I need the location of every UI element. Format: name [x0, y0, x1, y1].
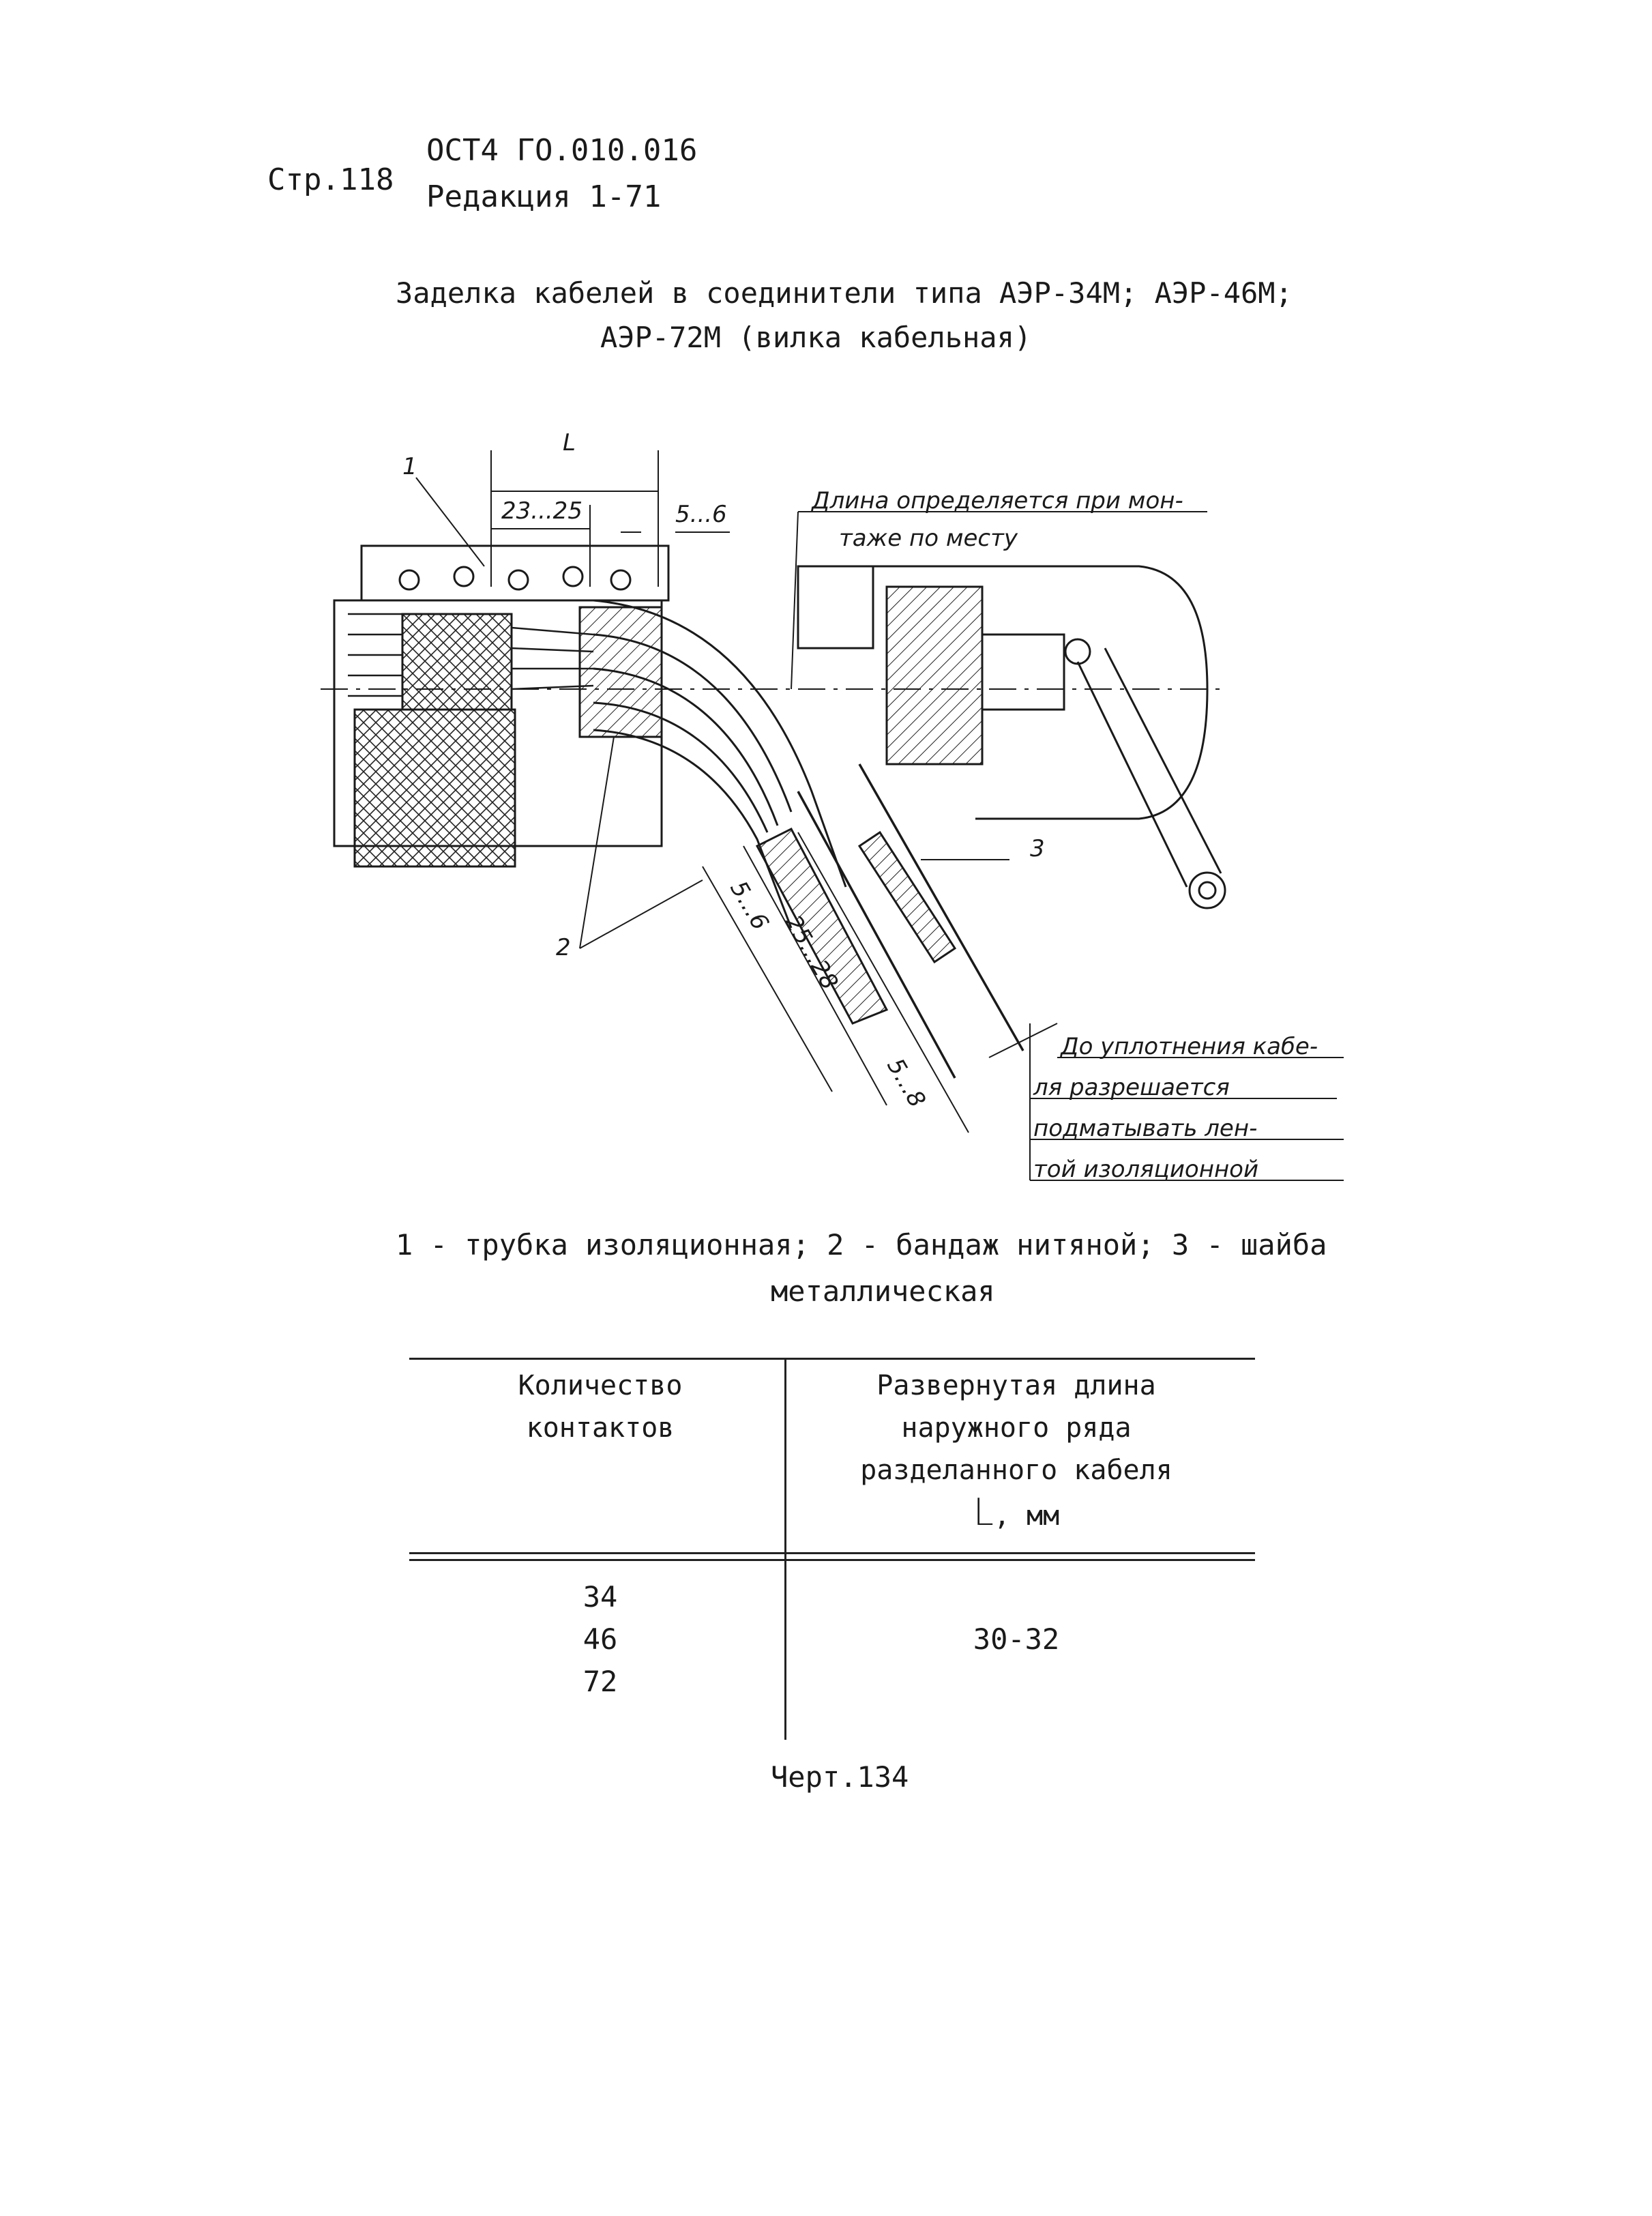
rear-housing	[853, 565, 1209, 820]
table-row-contacts: 72	[582, 1665, 618, 1698]
spring-coils	[398, 566, 632, 591]
metal-washer	[857, 830, 957, 964]
note-top-line2: таже по месту	[839, 525, 1018, 552]
callout-2: 2	[556, 934, 571, 961]
edition-label: Редакция 1-71	[426, 179, 662, 214]
dim-L: L	[563, 429, 576, 456]
cable-braid-hatch	[353, 708, 516, 868]
dim-5-8: 5...8	[881, 1054, 930, 1113]
document-title-line1: Заделка кабелей в соединители типа АЭР-3…	[396, 276, 1293, 310]
spec-table: Количество контактов Развернутая длина н…	[409, 1358, 1255, 1747]
dim-5-6-top: 5...6	[675, 501, 727, 528]
note-bottom-line4: той изоляционной	[1033, 1156, 1258, 1183]
col1-header-line2: контактов	[526, 1412, 675, 1444]
dim-23-25: 23...25	[501, 497, 582, 525]
table-header-rule-1	[409, 1552, 1255, 1554]
col2-header-line4: L, мм	[798, 1491, 1235, 1537]
col1-header-line1: Количество	[518, 1370, 683, 1401]
table-column-divider	[784, 1358, 786, 1740]
note-bottom-line1: До уплотнения кабе-	[1059, 1033, 1318, 1060]
note-bottom-line2: ля разрешается	[1033, 1074, 1230, 1101]
thread-bandage-2	[755, 828, 889, 1025]
housing-collar	[797, 565, 874, 650]
table-header-rule-2	[409, 1559, 1255, 1561]
clamp-block	[885, 585, 984, 766]
standard-code: ОСТ4 ГО.010.016	[426, 133, 698, 168]
note-bottom-line3: подматывать лен-	[1033, 1115, 1257, 1142]
coupling-nut	[360, 544, 670, 602]
callout-3: 3	[1030, 835, 1045, 862]
wire-bundle-bottom	[593, 729, 793, 929]
col2-header-line2: наружного ряда	[901, 1412, 1132, 1444]
document-title-line2: АЭР-72М (вилка кабельная)	[600, 321, 1032, 354]
dim-5-6-angled: 5...6	[724, 877, 773, 935]
table-top-rule	[409, 1358, 1255, 1360]
col2-header-line3: разделанного кабеля	[860, 1455, 1172, 1486]
connector-drawing: L 23...25 5...6 1 2 3 Длина определяется…	[321, 429, 1344, 1183]
clamp-lever	[1076, 647, 1222, 888]
col2-header-unit: , мм	[993, 1500, 1060, 1532]
page-number: Стр.118	[267, 162, 394, 197]
thread-bandage-1	[578, 606, 663, 738]
col2-header-symbol: L	[973, 1491, 994, 1534]
col2-header-line1: Развернутая длина	[876, 1370, 1156, 1401]
cable-jacket	[797, 763, 1024, 1079]
drawing-number: Черт.134	[771, 1760, 909, 1794]
callout-1: 1	[402, 453, 417, 480]
note-top-line1: Длина определяется при мон-	[810, 487, 1183, 514]
table-row-contacts: 46	[582, 1622, 618, 1656]
insert-hatch	[401, 613, 513, 711]
table-length-value: 30-32	[973, 1622, 1060, 1656]
table-row-contacts: 34	[582, 1580, 618, 1614]
legend-line1: 1 - трубка изоляционная; 2 - бандаж нитя…	[396, 1228, 1327, 1262]
legend-line2: металлическая	[771, 1274, 995, 1308]
